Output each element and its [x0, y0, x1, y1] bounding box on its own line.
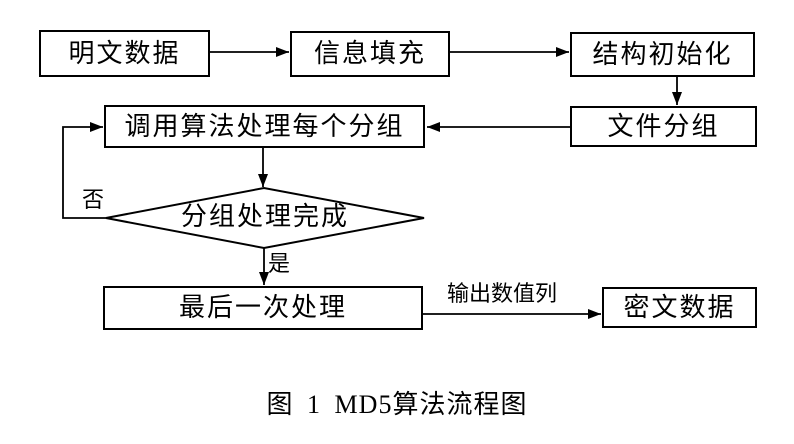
node-structure-init: 结构初始化	[570, 32, 755, 77]
node-process-each-group: 调用算法处理每个分组	[104, 105, 425, 148]
node-message-padding: 信息填充	[290, 31, 450, 77]
edge-label-output-sequence: 输出数值列	[446, 281, 557, 306]
figure-caption: 图 1 MD5算法流程图	[266, 390, 528, 419]
node-decision-group-done: 分组处理完成	[180, 202, 349, 231]
edge-label-yes: 是	[268, 251, 291, 276]
node-ciphertext-data: 密文数据	[602, 287, 757, 328]
node-file-grouping: 文件分组	[570, 106, 757, 147]
decision-diamond-shape	[105, 186, 425, 250]
node-final-process: 最后一次处理	[103, 286, 423, 330]
node-plaintext-data: 明文数据	[39, 30, 210, 77]
edge-label-no: 否	[82, 187, 105, 212]
arrow-decision-no-loop	[62, 122, 106, 219]
